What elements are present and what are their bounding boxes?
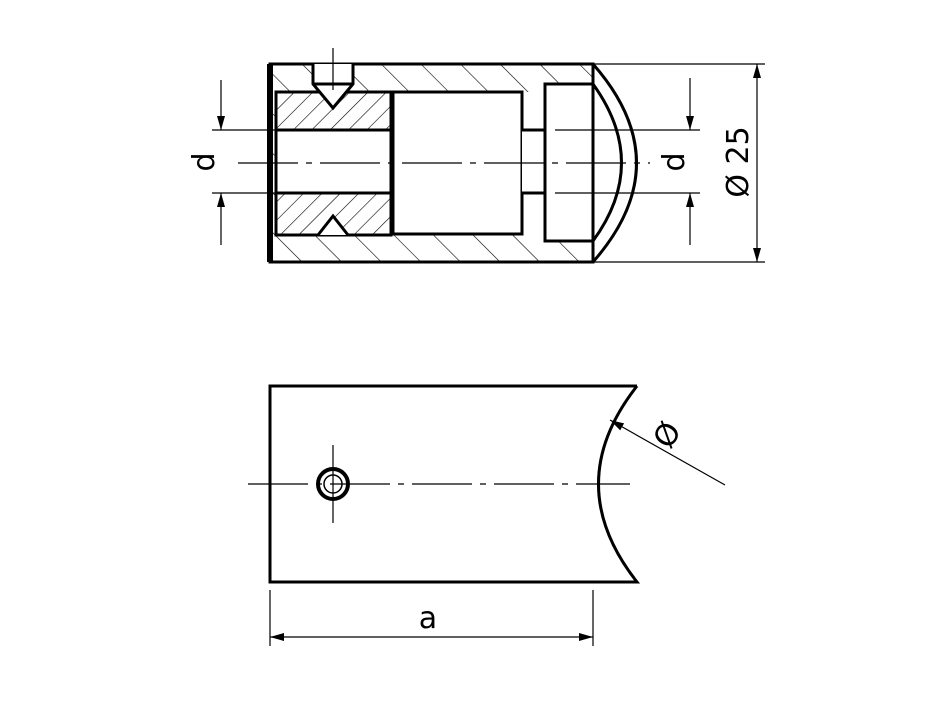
- dim-right-d: d: [657, 152, 692, 171]
- dim-length-a: a: [419, 601, 437, 636]
- plan-outline: [268, 384, 641, 584]
- stem: [522, 130, 545, 193]
- dim-radius-diameter: Ø: [647, 416, 689, 454]
- dim-left-d: d: [187, 152, 222, 171]
- screw-seat: [316, 213, 350, 236]
- screw-hole: [316, 467, 350, 501]
- plan-view: [248, 384, 726, 646]
- bore: [274, 128, 393, 195]
- section-view: [212, 48, 765, 264]
- dim-diameter-25: Ø 25: [721, 126, 756, 197]
